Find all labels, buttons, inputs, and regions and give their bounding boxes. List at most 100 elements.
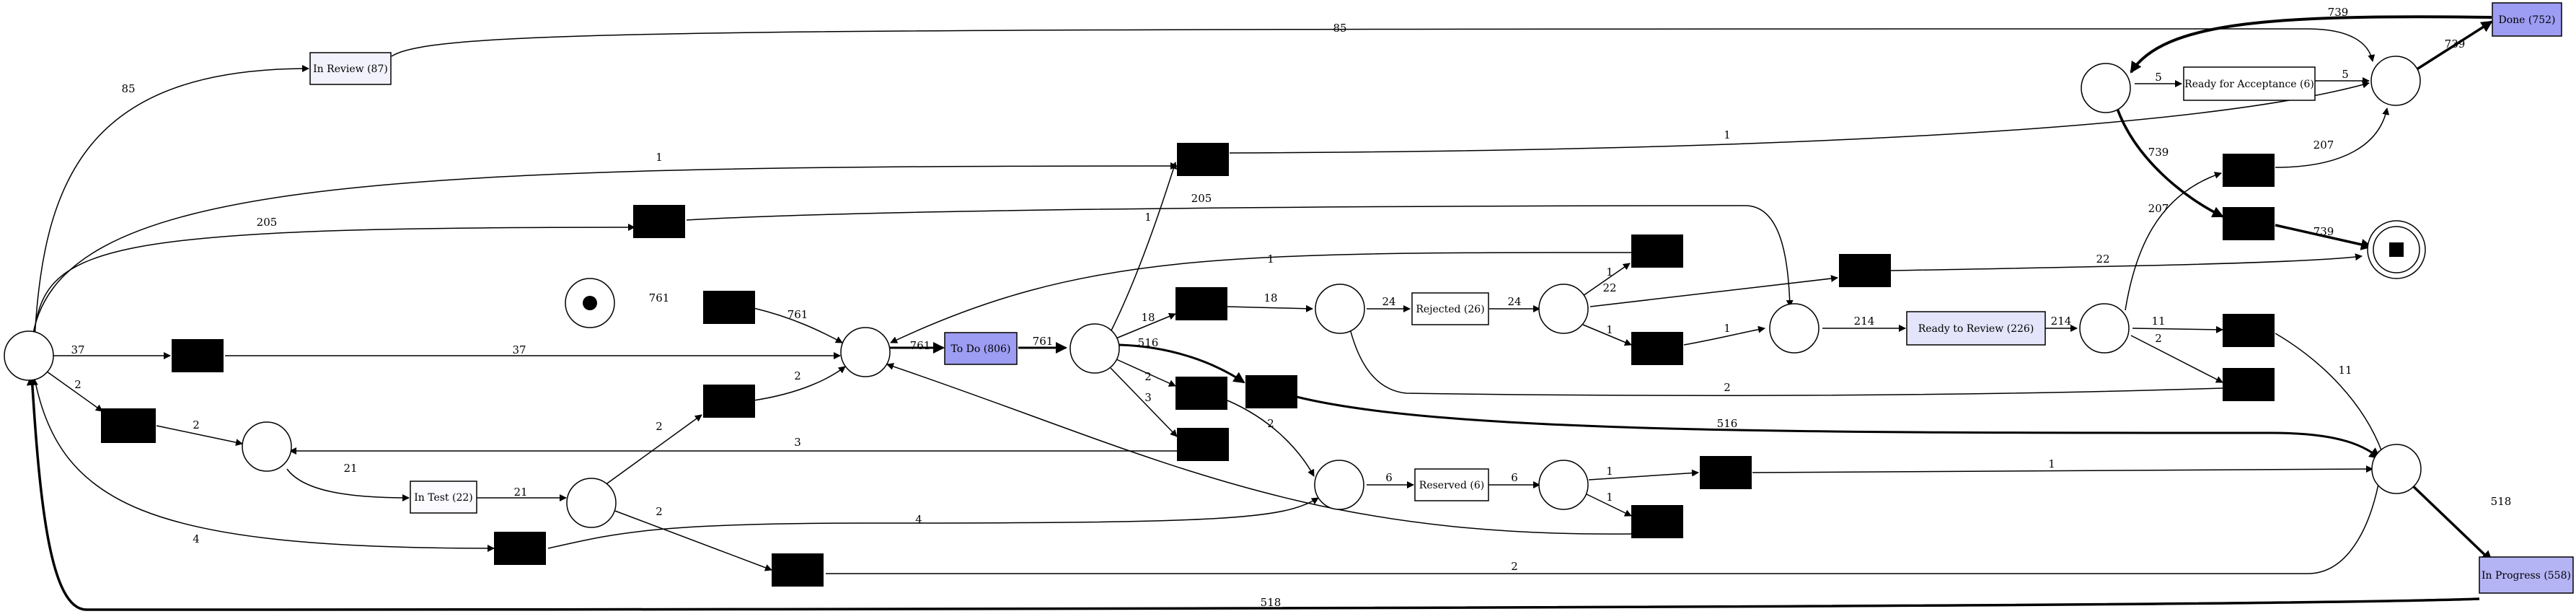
arc-label: 4	[915, 513, 922, 526]
arc	[686, 205, 1794, 307]
arc	[1752, 465, 2373, 473]
silent-transition	[172, 339, 224, 372]
arc	[886, 363, 1632, 535]
silent-transition	[1177, 428, 1229, 461]
transition-box-inreview	[309, 52, 392, 85]
place	[2081, 63, 2131, 113]
transition-label: Ready to Review (226)	[1918, 323, 2034, 335]
arc	[2275, 224, 2373, 250]
arc	[34, 65, 309, 340]
arc	[1588, 469, 1699, 481]
silent-transition	[772, 553, 824, 587]
silent-transition	[1700, 456, 1752, 489]
arc	[547, 497, 1319, 549]
arc-label: 6	[1511, 471, 1518, 484]
arc-label: 5	[2155, 71, 2162, 84]
transition-box-reserved	[1414, 468, 1489, 501]
arc	[1346, 323, 2223, 396]
silent-transition	[1631, 332, 1683, 365]
place	[1538, 460, 1589, 510]
arc-label: 21	[343, 462, 357, 475]
arc-label: 6	[1385, 471, 1393, 484]
arc	[32, 371, 495, 552]
arc-label: 739	[2445, 38, 2466, 51]
places	[4, 56, 2426, 528]
place	[566, 478, 617, 528]
arc-label: 518	[2491, 495, 2512, 508]
arc	[890, 252, 1632, 343]
arc-label: 1	[656, 151, 663, 164]
arc	[391, 28, 2376, 62]
arc	[2130, 15, 2492, 74]
arc-label: 37	[71, 343, 84, 356]
transition-box-rejected	[1411, 292, 1489, 325]
arc-label: 516	[1138, 336, 1159, 349]
arc-label: 2	[2155, 332, 2162, 345]
arc-label: 5	[2342, 68, 2349, 81]
arc-label: 4	[193, 532, 200, 545]
transition-label: In Progress (558)	[2482, 570, 2571, 582]
arc-label: 205	[1191, 192, 1212, 205]
arc-label: 214	[1854, 315, 1875, 328]
transition-box-inprogress	[2479, 556, 2574, 594]
transition-label: Ready for Acceptance (6)	[2184, 79, 2314, 90]
place	[1315, 284, 1365, 334]
place	[2370, 56, 2421, 106]
transition-box-todo	[944, 332, 1018, 365]
arc-label: 1	[1606, 266, 1613, 279]
silent-transition	[1175, 287, 1227, 320]
transition-label: To Do (806)	[951, 343, 1011, 355]
silent-transition	[2223, 154, 2275, 187]
start-token	[583, 296, 597, 310]
arc	[1582, 324, 1632, 346]
arc	[32, 224, 635, 341]
arc-label: 2	[1511, 560, 1518, 573]
place	[242, 421, 292, 472]
arc-label: 739	[2313, 225, 2334, 238]
transition-label: In Test (22)	[414, 492, 473, 504]
arc-label: 24	[1382, 295, 1395, 308]
silent-transition	[2223, 368, 2275, 401]
arc	[41, 367, 103, 412]
silent-transition	[1177, 143, 1229, 176]
arc	[1229, 81, 2370, 154]
arc-label: 207	[2148, 202, 2169, 215]
arc-label: 761	[649, 291, 670, 304]
arc-label: 2	[1267, 417, 1274, 430]
silent-transition	[1245, 375, 1297, 408]
transition-label: Rejected (26)	[1416, 304, 1484, 315]
arc	[1227, 304, 1313, 312]
arc	[1113, 312, 1176, 340]
arc-label: 21	[513, 486, 527, 499]
arc-label: 2	[74, 378, 81, 391]
silent-transition	[633, 205, 685, 238]
arc	[826, 475, 2383, 574]
arc-label: 85	[121, 82, 135, 95]
arc-label: 2	[193, 418, 200, 431]
arc	[31, 162, 1178, 343]
arc-label: 2	[656, 420, 663, 433]
arc	[1119, 343, 1245, 384]
arc-label: 761	[1033, 335, 1054, 348]
arc-label: 205	[257, 216, 278, 229]
arc	[1683, 325, 1765, 346]
silent-transition	[2223, 207, 2275, 240]
silent-transitions	[101, 143, 2275, 587]
arc	[1296, 395, 2381, 460]
arc-label: 2	[794, 369, 801, 382]
transition-label: Reserved (6)	[1419, 480, 1484, 491]
arc-label: 739	[2148, 146, 2169, 159]
arc-label: 214	[2051, 315, 2072, 328]
arc	[612, 509, 772, 571]
transition-label: Done (752)	[2498, 14, 2555, 26]
arc-label: 761	[910, 339, 931, 352]
arc-label: 11	[2151, 315, 2165, 328]
arc-label: 11	[2338, 364, 2352, 377]
arc	[2115, 106, 2224, 218]
arc	[1227, 400, 1315, 477]
silent-transition	[1631, 505, 1683, 538]
arc-label: 1	[1606, 465, 1613, 478]
arc	[2132, 325, 2223, 333]
place	[1769, 303, 1819, 354]
